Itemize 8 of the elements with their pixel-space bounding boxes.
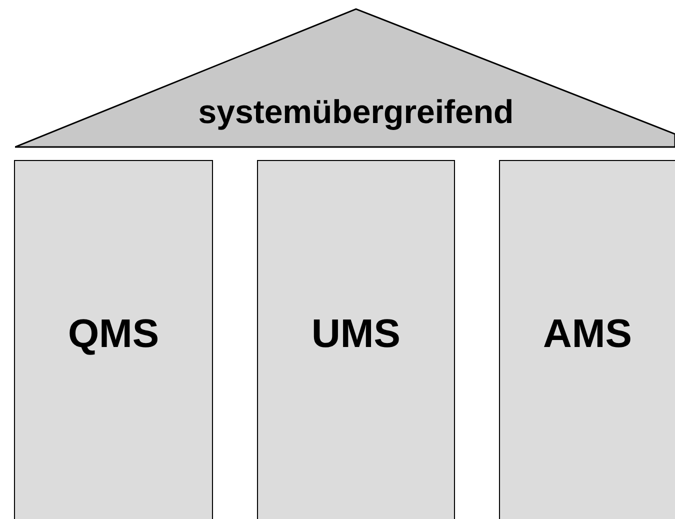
pillar-label: AMS <box>543 311 632 357</box>
pillar-box <box>499 160 675 519</box>
pillar-label: UMS <box>312 311 400 357</box>
pillar-box <box>257 160 455 519</box>
roof-triangle <box>15 8 675 148</box>
pillar-label: QMS <box>68 311 160 357</box>
roof-label: systemübergreifend <box>197 92 515 132</box>
pillar-box <box>14 160 213 519</box>
